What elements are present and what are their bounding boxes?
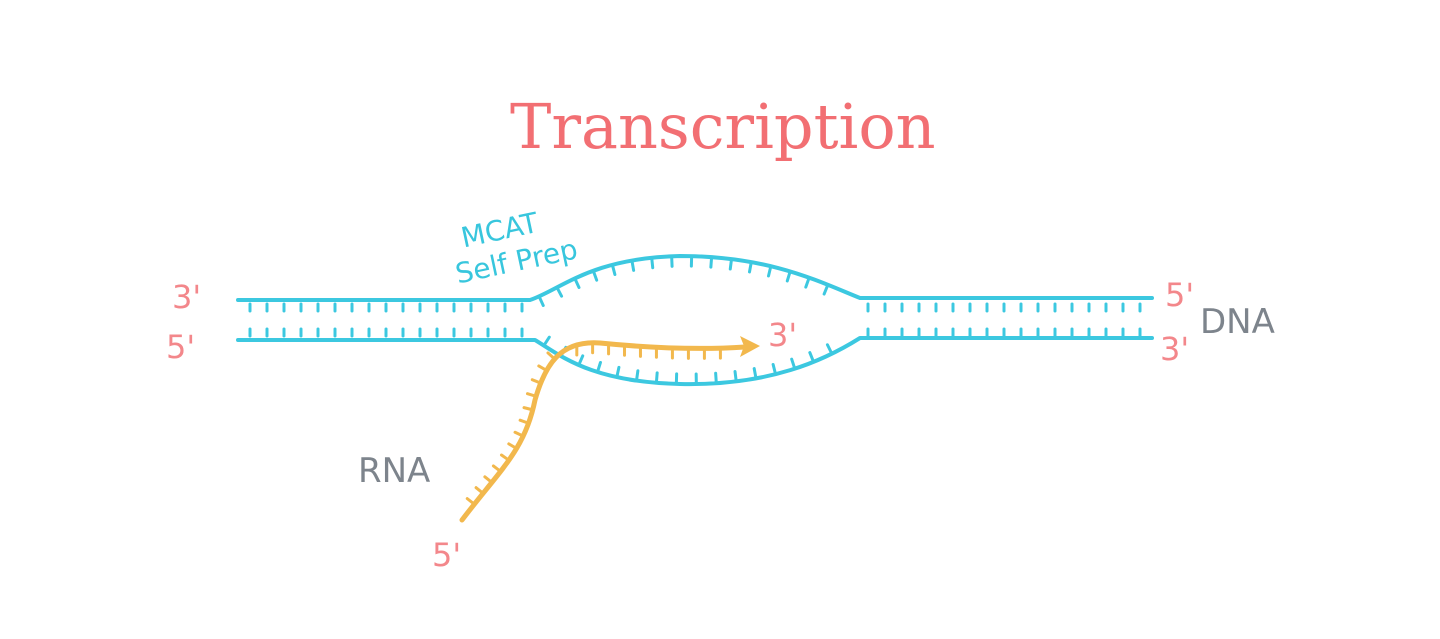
- dna-base-tick: [790, 357, 797, 371]
- dna-base-tick: [630, 259, 636, 272]
- dna-base-tick: [728, 257, 734, 271]
- rna-base-tick: [483, 475, 494, 484]
- rna-base-tick: [507, 442, 519, 450]
- rna-label: RNA: [358, 451, 430, 491]
- dna-base-tick: [615, 365, 621, 379]
- dna-template-top-strand: [236, 254, 1154, 302]
- dna-base-tick: [595, 360, 602, 374]
- dna-base-tick: [537, 294, 545, 307]
- dna-base-tick: [634, 369, 640, 383]
- dna-base-pairs: [248, 254, 1142, 386]
- dna-base-tick: [577, 354, 585, 367]
- dna-base-tick: [591, 269, 599, 282]
- rna-strand: [459, 340, 748, 523]
- rna-bases: [465, 341, 722, 506]
- dna-top-right-end-label: 5': [1165, 276, 1194, 314]
- dna-base-tick: [555, 285, 564, 298]
- dna-base-tick: [542, 335, 551, 348]
- dna-base-tick: [610, 263, 617, 276]
- dna-bottom-left-end-label: 5': [166, 328, 195, 366]
- dna-base-tick: [825, 343, 834, 356]
- dna-base-tick: [714, 371, 718, 385]
- dna-base-tick: [733, 369, 738, 383]
- rna-base-tick: [513, 430, 525, 438]
- dna-base-tick: [747, 260, 753, 274]
- watermark: MCAT Self Prep: [452, 206, 580, 291]
- dna-top-left-end-label: 3': [172, 278, 201, 316]
- rna-base-tick: [522, 406, 535, 412]
- rna-arrowhead: [740, 336, 760, 357]
- rna-base-tick: [465, 497, 476, 506]
- rna-base-tick: [474, 486, 485, 495]
- rna-base-tick: [499, 453, 511, 462]
- rna-growing-end-label: 3': [768, 316, 797, 354]
- rna-base-tick: [525, 392, 538, 398]
- dna-bottom-right-end-label: 3': [1160, 330, 1189, 368]
- rna-base-tick: [530, 378, 543, 385]
- rna-molecule: [459, 336, 760, 523]
- dna-base-tick: [804, 276, 811, 289]
- rna-base-tick: [518, 418, 531, 425]
- dna-base-tick: [654, 371, 659, 385]
- dna-base-tick: [650, 256, 655, 270]
- dna-base-tick: [573, 276, 581, 289]
- dna-base-tick: [709, 255, 714, 269]
- dna-base-tick: [767, 264, 773, 278]
- dna-base-tick: [785, 269, 792, 283]
- rna-start-end-label: 5': [432, 536, 461, 574]
- diagram-title: Transcription: [510, 90, 936, 163]
- dna-base-tick: [752, 367, 758, 380]
- dna-base-tick: [771, 362, 778, 376]
- rna-base-tick: [491, 464, 503, 473]
- dna-molecule: [236, 254, 1154, 387]
- dna-base-tick: [808, 351, 816, 364]
- rna-base-tick: [537, 364, 549, 372]
- dna-label: DNA: [1200, 302, 1275, 342]
- dna-base-tick: [822, 283, 830, 296]
- rna-base-tick: [546, 351, 557, 361]
